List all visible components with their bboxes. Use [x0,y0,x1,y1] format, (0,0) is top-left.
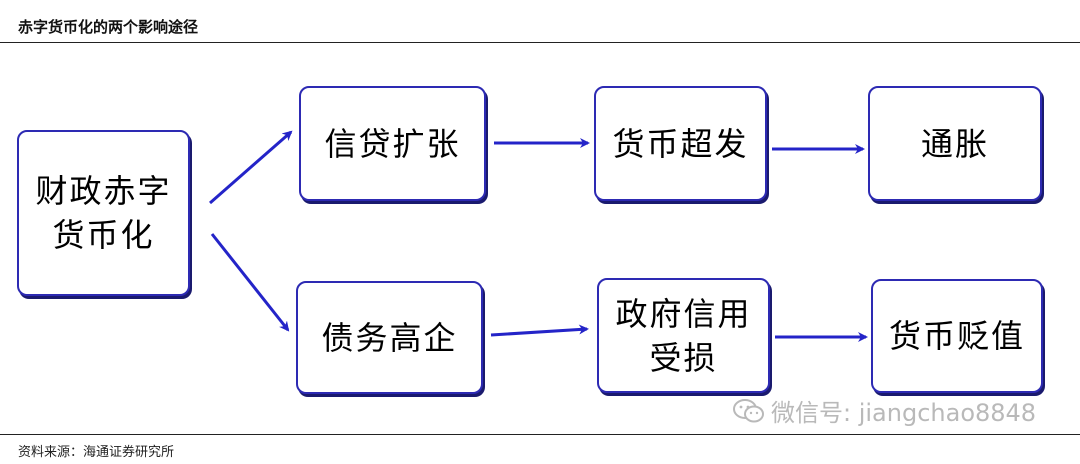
node-root-line2: 货币化 [52,216,155,254]
node-govcredit-line2: 受损 [649,338,718,377]
node-currency-devaluation: 货币贬值 [871,279,1043,393]
wechat-icon [733,398,764,422]
watermark-text: 微信号: jiangchao8848 [771,399,1037,427]
watermark: 微信号: jiangchao8848 [733,393,1036,428]
node-money-label: 货币超发 [612,124,749,163]
node-credit-expansion: 信贷扩张 [299,86,486,201]
top-divider [0,42,1080,43]
arrow-debt-to-govcredit [490,324,589,337]
arrow-root-to-debt [210,233,290,332]
node-debt-label: 债务高企 [321,318,458,357]
node-inflation-label: 通胀 [920,124,989,163]
node-fiscal-deficit-monetization: 财政赤字 货币化 [17,130,190,296]
node-money-oversupply: 货币超发 [594,86,767,201]
node-devalue-label: 货币贬值 [888,317,1025,355]
page-title: 赤字货币化的两个影响途径 [18,18,199,36]
arrow-root-to-credit [209,130,293,205]
bottom-divider [0,434,1080,435]
node-govcredit-line1: 政府信用 [615,294,752,333]
source-note: 资料来源：海通证券研究所 [18,445,175,460]
node-inflation: 通胀 [868,86,1042,201]
node-root-line1: 财政赤字 [35,172,172,210]
node-government-credit-damage: 政府信用 受损 [597,278,770,393]
node-credit-label: 信贷扩张 [324,124,461,163]
node-high-debt: 债务高企 [296,281,483,394]
